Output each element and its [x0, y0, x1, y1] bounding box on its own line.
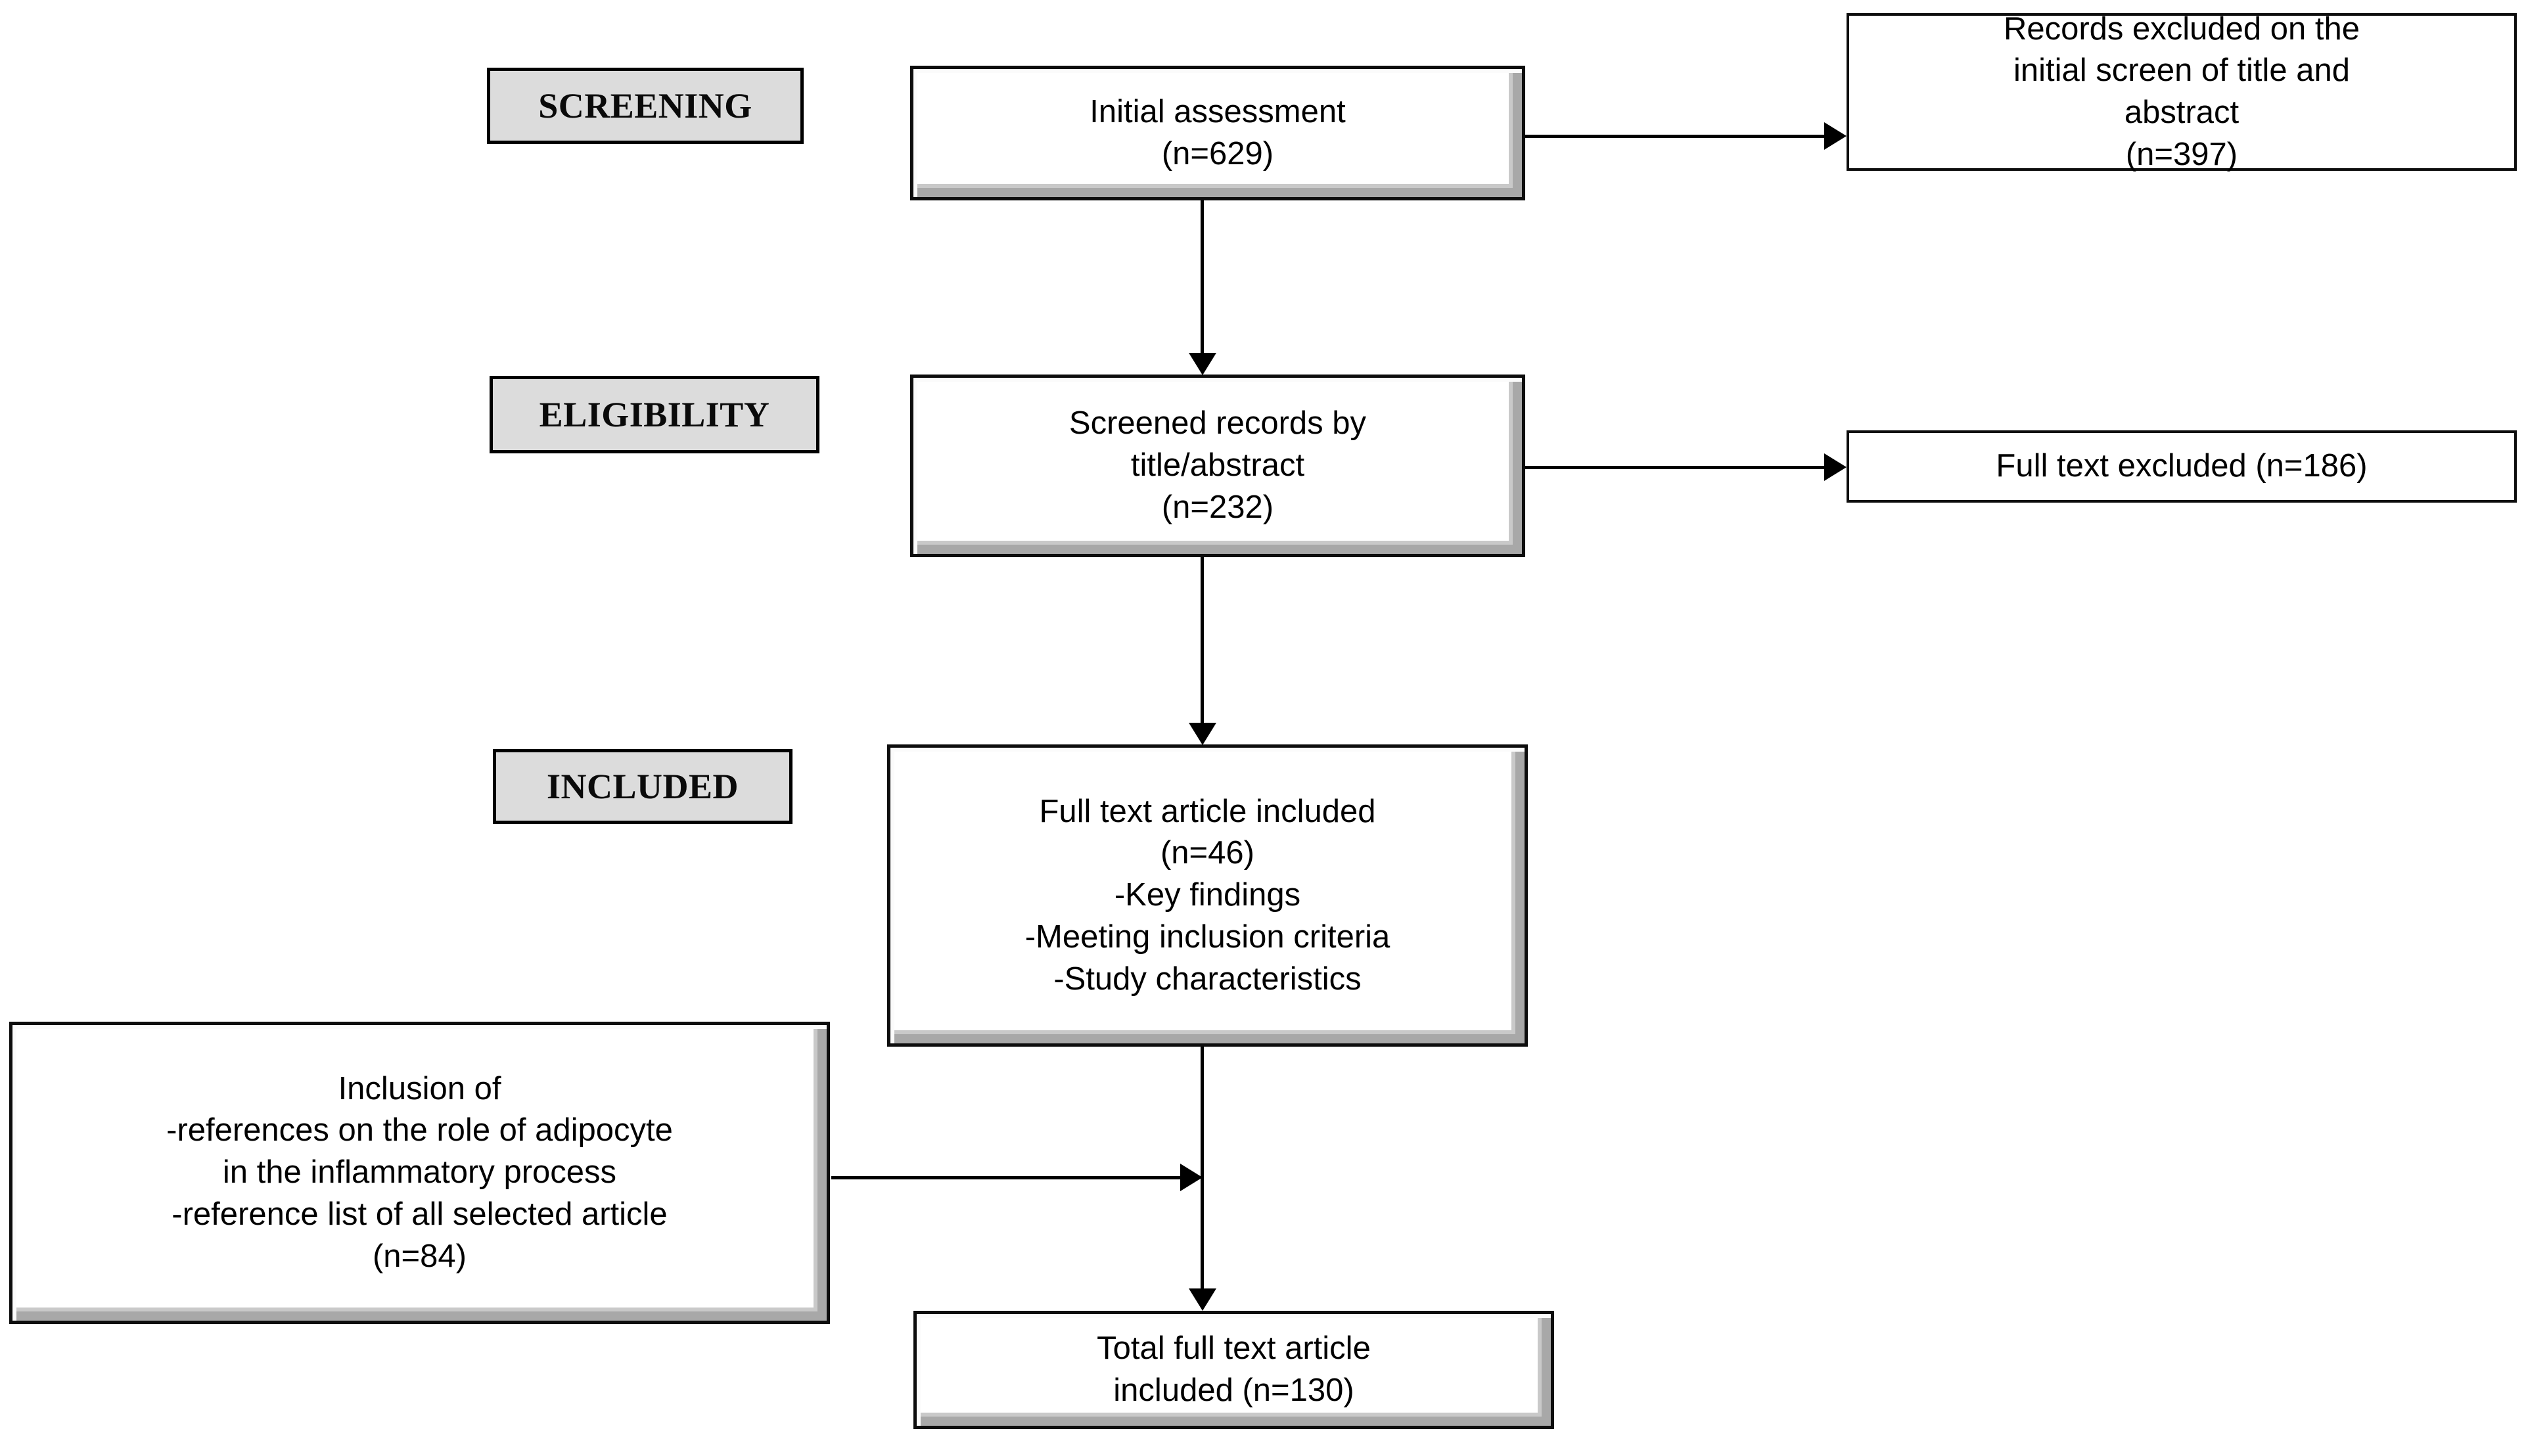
- arrowhead-screened-to-full-text-included: [1189, 723, 1216, 745]
- box-full-text-excluded-text: Full text excluded (n=186): [1996, 448, 2368, 484]
- connector-inclusion-to-trunk: [831, 1176, 1197, 1179]
- connector-screened-to-full-text-included: [1201, 557, 1204, 723]
- stage-label-screening: SCREENING: [487, 68, 804, 144]
- stage-label-eligibility: ELIGIBILITY: [490, 376, 819, 453]
- arrowhead-full-text-included-to-total: [1189, 1288, 1216, 1311]
- stage-label-eligibility-text: ELIGIBILITY: [539, 395, 770, 434]
- box-screened-records-text: Screened records by title/abstract (n=23…: [1068, 405, 1367, 525]
- arrowhead-screened-to-full-text-excluded: [1824, 453, 1847, 481]
- stage-label-included: INCLUDED: [493, 749, 792, 824]
- stage-label-screening-text: SCREENING: [538, 86, 752, 125]
- connector-initial-to-screened: [1201, 200, 1204, 353]
- box-inclusion-of-text: Inclusion of -references on the role of …: [166, 1070, 673, 1274]
- arrowhead-initial-to-screened: [1189, 353, 1216, 375]
- box-full-text-included: Full text article included (n=46) -Key f…: [887, 744, 1528, 1047]
- box-inclusion-of: Inclusion of -references on the role of …: [9, 1022, 830, 1324]
- box-total-included: Total full text article included (n=130): [913, 1311, 1554, 1429]
- box-screened-records: Screened records by title/abstract (n=23…: [910, 375, 1525, 557]
- box-initial-assessment: Initial assessment (n=629): [910, 66, 1525, 200]
- arrowhead-inclusion-to-trunk: [1180, 1164, 1203, 1191]
- connector-screened-to-full-text-excluded: [1525, 466, 1824, 469]
- box-records-excluded-text: Records excluded on the initial screen o…: [2003, 11, 2360, 172]
- connector-initial-to-records-excluded: [1525, 135, 1824, 138]
- box-full-text-included-text: Full text article included (n=46) -Key f…: [1024, 793, 1390, 997]
- box-total-included-text: Total full text article included (n=130): [1097, 1331, 1371, 1408]
- stage-label-included-text: INCLUDED: [546, 767, 739, 806]
- box-records-excluded: Records excluded on the initial screen o…: [1847, 11, 2517, 172]
- box-initial-assessment-text: Initial assessment (n=629): [1090, 93, 1346, 171]
- box-full-text-excluded: Full text excluded (n=186): [1847, 430, 2517, 503]
- arrowhead-initial-to-records-excluded: [1824, 122, 1847, 150]
